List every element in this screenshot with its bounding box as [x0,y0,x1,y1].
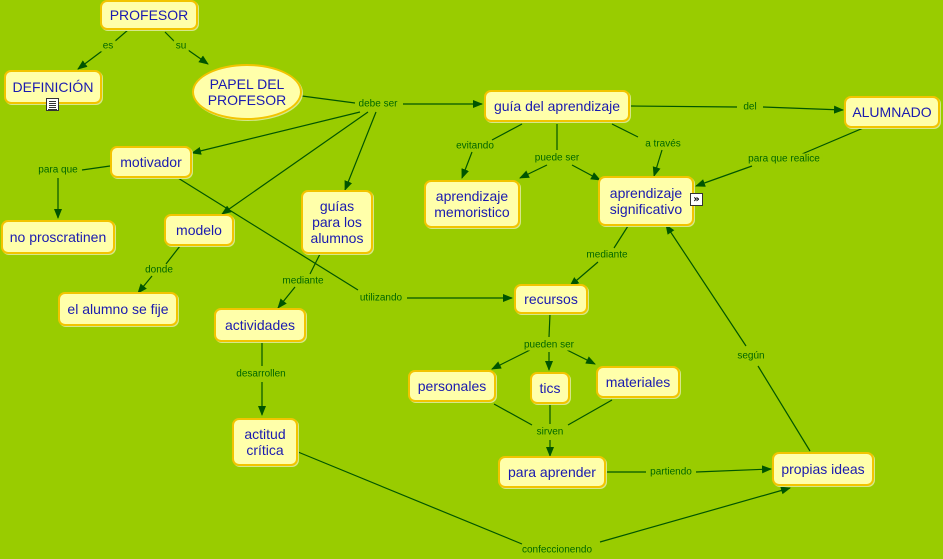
link-label-utilizando: utilizando [357,292,405,304]
link-label-mediante-recursos: mediante [584,249,630,261]
node-papel-del-profesor[interactable]: PAPEL DEL PROFESOR [192,64,302,120]
node-aprendizaje-memoristico[interactable]: aprendizaje memoristico [424,180,520,228]
node-materiales[interactable]: materiales [596,366,680,398]
node-recursos[interactable]: recursos [514,284,588,314]
node-tics[interactable]: tics [530,372,570,404]
node-actitud-critica[interactable]: actitud crítica [232,418,298,466]
link-label-su: su [173,40,189,52]
link-label-desarrollen: desarrollen [234,368,288,380]
link-label-segun: según [735,350,767,362]
node-motivador[interactable]: motivador [110,146,192,178]
link-label-sirven: sirven [534,426,566,438]
node-aprendizaje-significativo[interactable]: aprendizaje significativo [598,176,694,226]
link-label-pueden-ser: pueden ser [521,339,577,351]
link-label-del: del [741,101,759,113]
node-el-alumno-se-fije[interactable]: el alumno se fije [58,292,178,326]
link-label-partiendo: partiendo [648,466,694,478]
link-label-confeccionendo: confeccionendo [519,544,595,556]
node-profesor[interactable]: PROFESOR [100,0,198,30]
link-label-mediante-actividades: mediante [280,275,326,287]
node-modelo[interactable]: modelo [164,214,234,246]
link-label-para-que: para que [36,164,80,176]
double-arrow-icon[interactable]: » [690,193,703,206]
link-label-donde: donde [143,264,175,276]
node-guia-del-aprendizaje[interactable]: guía del aprendizaje [484,90,630,122]
node-guias-para-los-alumnos[interactable]: guías para los alumnos [301,190,373,254]
link-label-a-traves: a través [643,138,683,150]
link-label-es: es [100,40,116,52]
link-label-debe-ser: debe ser [356,98,400,110]
node-personales[interactable]: personales [408,370,496,402]
link-label-puede-ser: puede ser [532,152,582,164]
node-para-aprender[interactable]: para aprender [498,456,606,488]
link-label-evitando: evitando [454,140,496,152]
node-no-proscratinen[interactable]: no proscratinen [1,220,115,254]
link-label-para-que-realice: para que realice [746,153,822,165]
node-propias-ideas[interactable]: propias ideas [772,452,874,486]
node-alumnado[interactable]: ALUMNADO [844,96,940,128]
node-actividades[interactable]: actividades [214,308,306,342]
document-icon[interactable] [46,98,59,111]
